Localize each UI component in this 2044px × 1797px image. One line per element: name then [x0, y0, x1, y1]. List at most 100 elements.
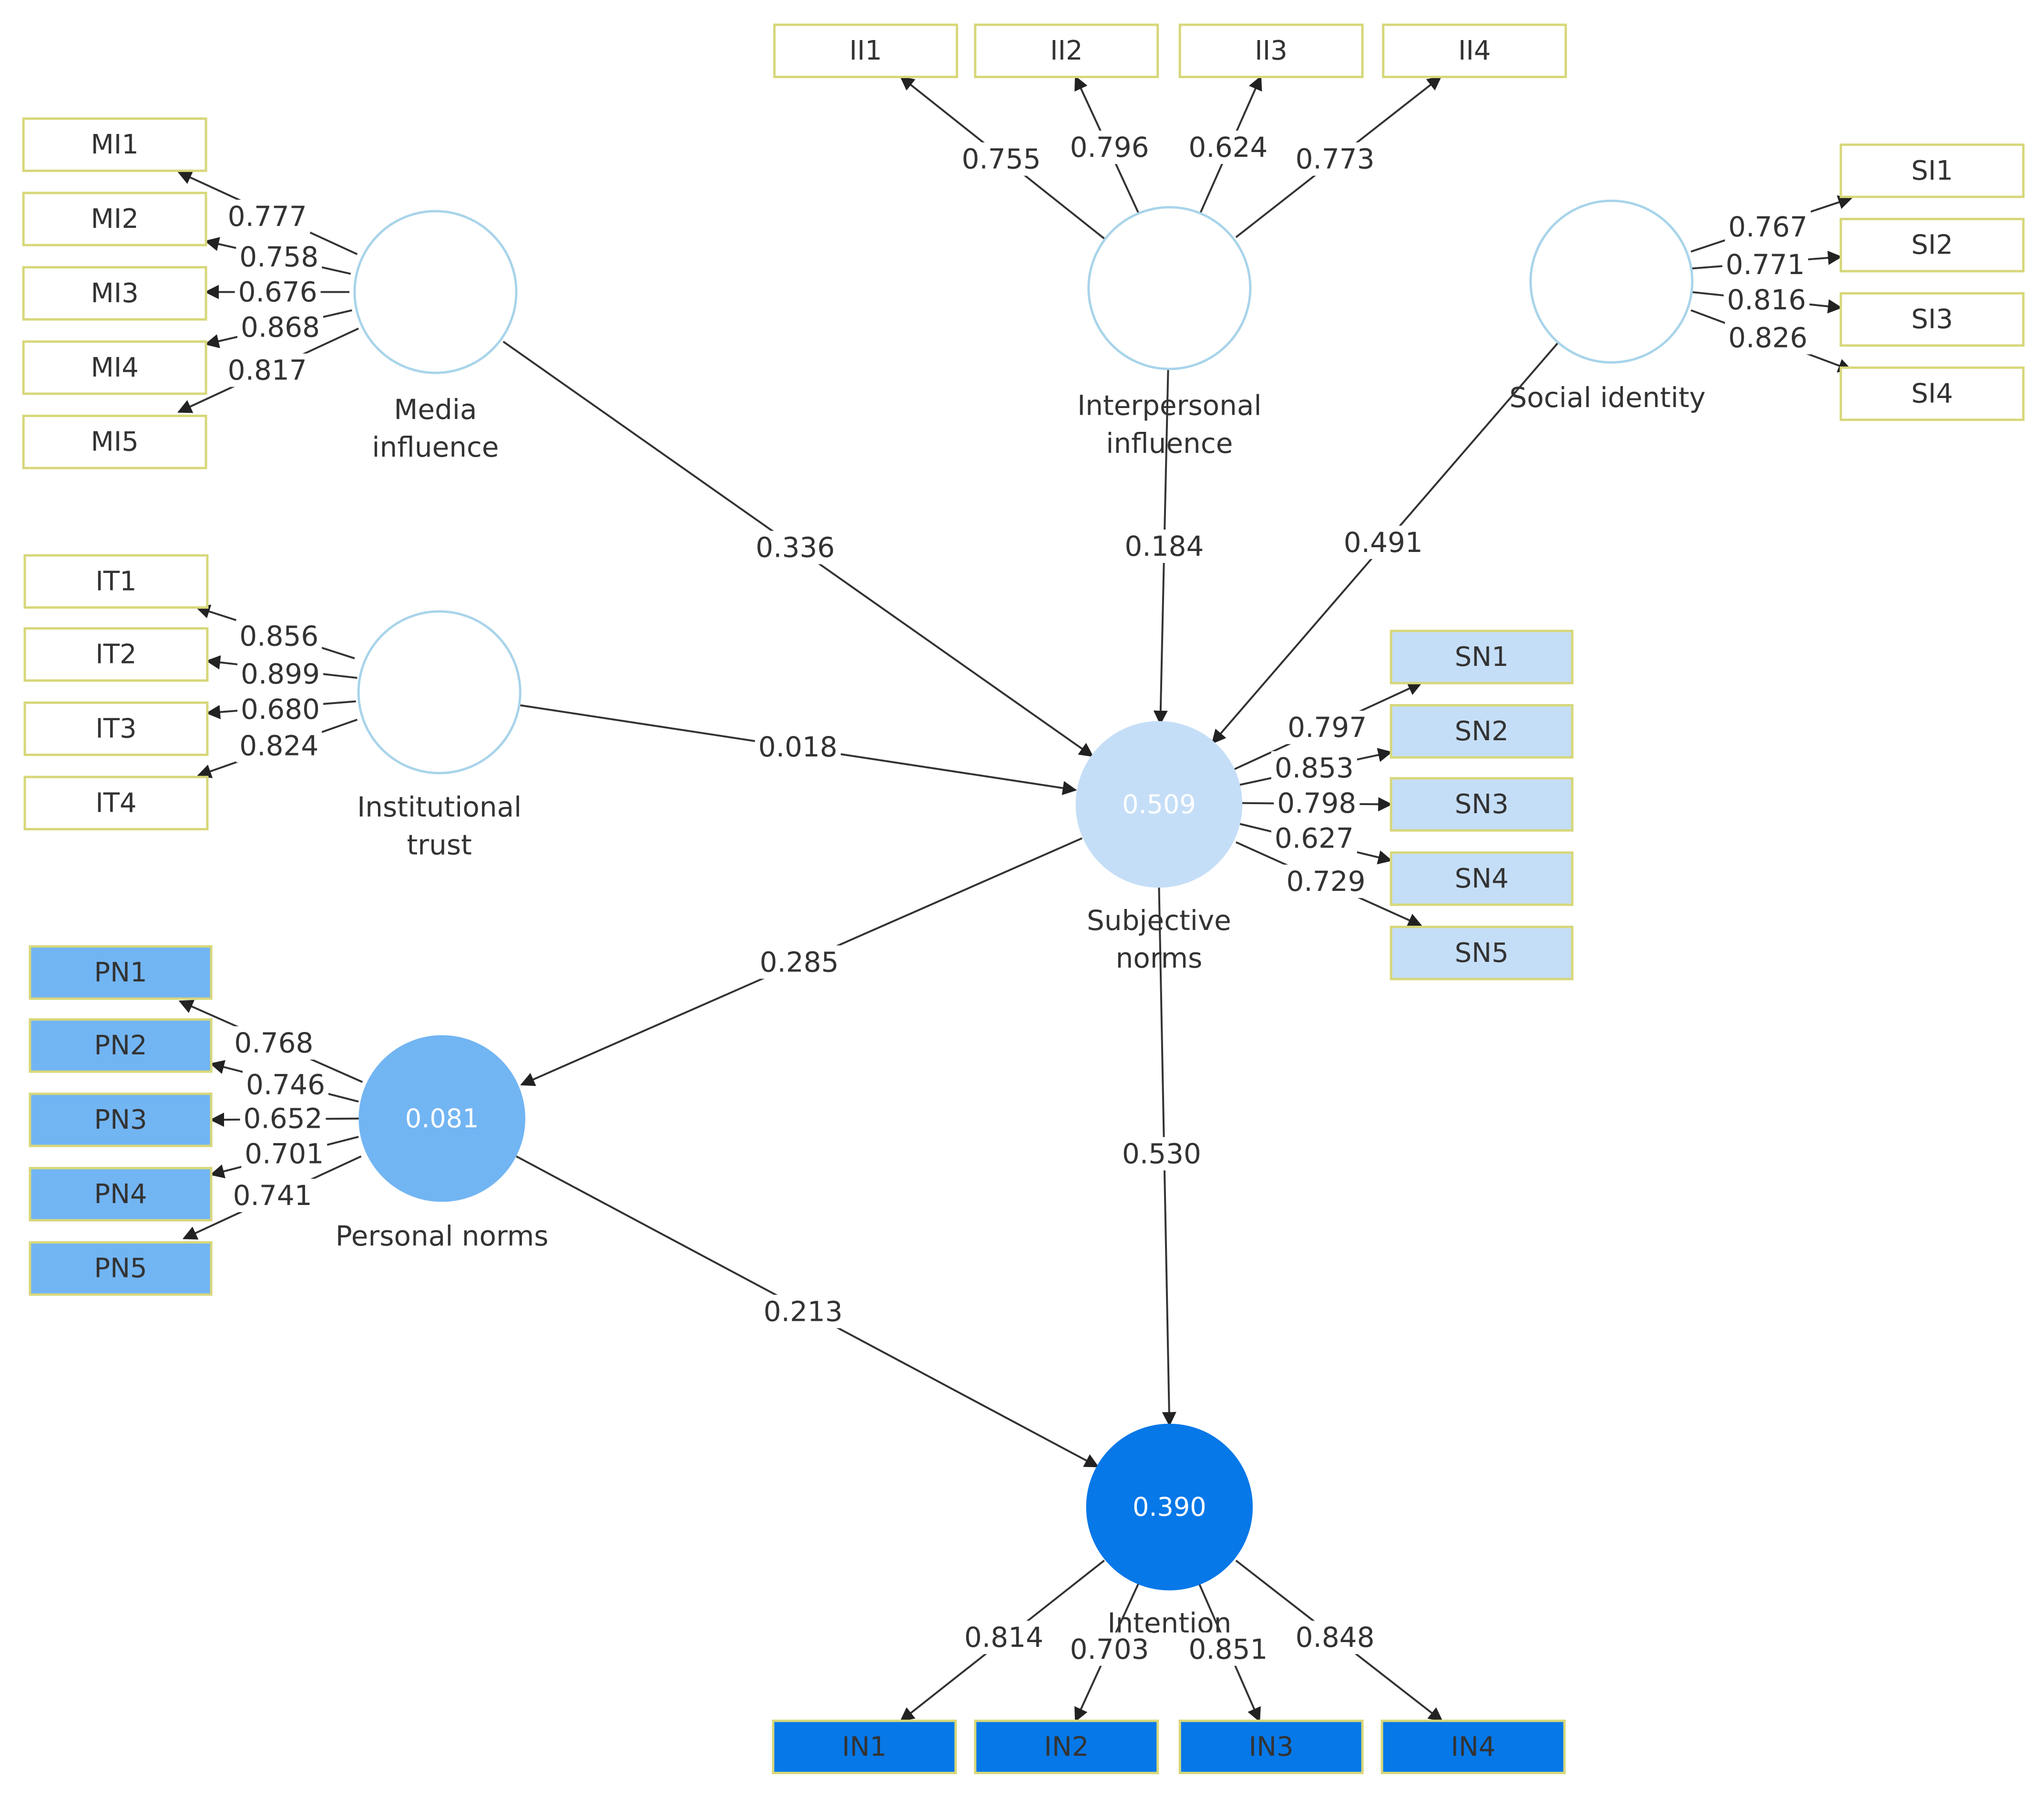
indicator-label: IT2: [95, 639, 136, 670]
indicator-ii4: II4: [1382, 23, 1567, 78]
indicator-box: [1382, 23, 1567, 78]
loading-label-pn1-bg: [231, 1026, 317, 1060]
loading-label-mi2-bg: [236, 240, 322, 274]
indicator-label: IN1: [842, 1731, 887, 1762]
indicator-label: SI4: [1911, 378, 1953, 409]
loading-label-ii1-bg: [958, 142, 1044, 176]
loading-label-pn5-bg: [229, 1179, 316, 1212]
loading-label-si3: 0.816: [1723, 283, 1809, 317]
indicator-box: [974, 1719, 1159, 1775]
path-coefficient-sn-in: 0.530: [1118, 1137, 1205, 1171]
path-coefficient-mi-sn: 0.336: [752, 531, 838, 564]
indicator-box: [29, 1018, 213, 1073]
construct-circle: [358, 1035, 526, 1202]
loading-label-in4-bg: [1292, 1621, 1378, 1654]
loading-label-in2-value: 0.703: [1070, 1633, 1149, 1665]
loading-label-si1: 0.767: [1725, 210, 1811, 244]
indicator-ii2: II2: [974, 23, 1159, 78]
indicator-label: SN4: [1455, 863, 1509, 894]
loading-label-pn4-value: 0.701: [245, 1138, 324, 1170]
path-coefficient-mi-sn-bg: [752, 531, 838, 564]
loading-label-in3-value: 0.851: [1188, 1633, 1267, 1665]
indicator-label: IT4: [95, 787, 136, 818]
indicator-label: PN1: [94, 957, 147, 988]
indicator-label: II3: [1255, 35, 1288, 66]
indicator-si4: SI4: [1840, 366, 2025, 421]
indicator-box: [29, 1167, 213, 1222]
loading-label-mi1: 0.777: [224, 200, 310, 233]
loading-label-mi5: 0.817: [224, 353, 310, 387]
indicator-si3: SI3: [1840, 292, 2025, 347]
loading-label-si1-bg: [1725, 210, 1811, 244]
indicator-label: II4: [1458, 35, 1491, 66]
indicator-box: [1380, 1719, 1566, 1775]
loading-label-si2-bg: [1722, 248, 1809, 282]
construct-label-line: Subjective: [1087, 904, 1231, 937]
loading-label-pn5-value: 0.741: [233, 1179, 312, 1212]
indicator-in2: IN2: [974, 1719, 1159, 1775]
indicator-label: MI3: [91, 278, 138, 309]
indicator-label: PN3: [94, 1104, 147, 1135]
indicator-si2: SI2: [1840, 218, 2025, 273]
loading-label-it2-bg: [237, 657, 323, 691]
loading-label-pn3-bg: [240, 1102, 326, 1135]
construct-circle: [1529, 199, 1694, 364]
loading-label-in1: 0.814: [961, 1621, 1047, 1654]
construct-circle: [353, 210, 518, 374]
loading-label-si3-value: 0.816: [1727, 284, 1806, 316]
path-coefficient-it-sn: 0.018: [755, 730, 841, 764]
loading-label-sn4-bg: [1271, 821, 1357, 855]
indicator-in4: IN4: [1380, 1719, 1566, 1775]
constructs-layer: MediainfluenceInterpersonalinfluenceSoci…: [336, 199, 1706, 1639]
indicator-pn5: PN5: [29, 1241, 213, 1296]
indicator-label: IT3: [95, 713, 136, 744]
loading-label-ii3: 0.624: [1185, 131, 1271, 164]
loading-label-in4-value: 0.848: [1296, 1621, 1375, 1654]
construct-label-line: trust: [407, 828, 472, 861]
indicator-in1: IN1: [772, 1719, 957, 1775]
loading-label-in2: 0.703: [1066, 1632, 1153, 1666]
indicator-label: II2: [1050, 35, 1083, 66]
loading-label-in3-bg: [1185, 1632, 1271, 1666]
indicator-label: SN5: [1455, 938, 1509, 969]
path-coefficient-si-sn-bg: [1340, 525, 1426, 559]
construct-label-line: influence: [372, 431, 499, 463]
indicator-box: [29, 945, 213, 1000]
indicator-box: [1390, 777, 1574, 832]
loading-label-mi3: 0.676: [235, 275, 321, 309]
path-coefficient-sn-pn-bg: [756, 945, 842, 979]
indicator-pn4: PN4: [29, 1167, 213, 1222]
loading-label-ii4: 0.773: [1292, 142, 1378, 176]
indicator-label: MI1: [91, 129, 138, 160]
indicator-box: [23, 776, 209, 830]
loading-label-mi4-value: 0.868: [241, 311, 320, 344]
path-coefficient-it-sn-value: 0.018: [758, 731, 838, 763]
loading-label-sn3: 0.798: [1274, 786, 1360, 820]
loading-label-it2-value: 0.899: [241, 658, 320, 690]
loading-label-si2-value: 0.771: [1726, 248, 1805, 281]
indicator-label: II1: [849, 35, 882, 66]
indicator-in3: IN3: [1178, 1719, 1364, 1775]
loading-label-sn1-bg: [1284, 711, 1370, 745]
construct-si: Social identity: [1509, 199, 1706, 414]
indicator-sn5: SN5: [1390, 926, 1574, 980]
loading-label-sn5-bg: [1283, 864, 1369, 898]
construct-circle: [1075, 721, 1243, 888]
loading-label-pn5: 0.741: [229, 1179, 316, 1212]
indicator-label: SI3: [1911, 304, 1953, 335]
indicator-it4: IT4: [23, 776, 209, 830]
loading-label-sn5-value: 0.729: [1286, 865, 1365, 898]
indicator-sn4: SN4: [1390, 851, 1574, 906]
indicator-box: [23, 627, 209, 682]
indicator-label: PN4: [94, 1179, 147, 1210]
path-coefficient-mi-sn-value: 0.336: [756, 531, 835, 564]
loading-label-si1-value: 0.767: [1728, 211, 1808, 243]
indicator-box: [1840, 143, 2025, 198]
indicator-ii3: II3: [1178, 23, 1364, 78]
loading-label-sn1: 0.797: [1284, 711, 1370, 745]
indicator-it2: IT2: [23, 627, 209, 682]
